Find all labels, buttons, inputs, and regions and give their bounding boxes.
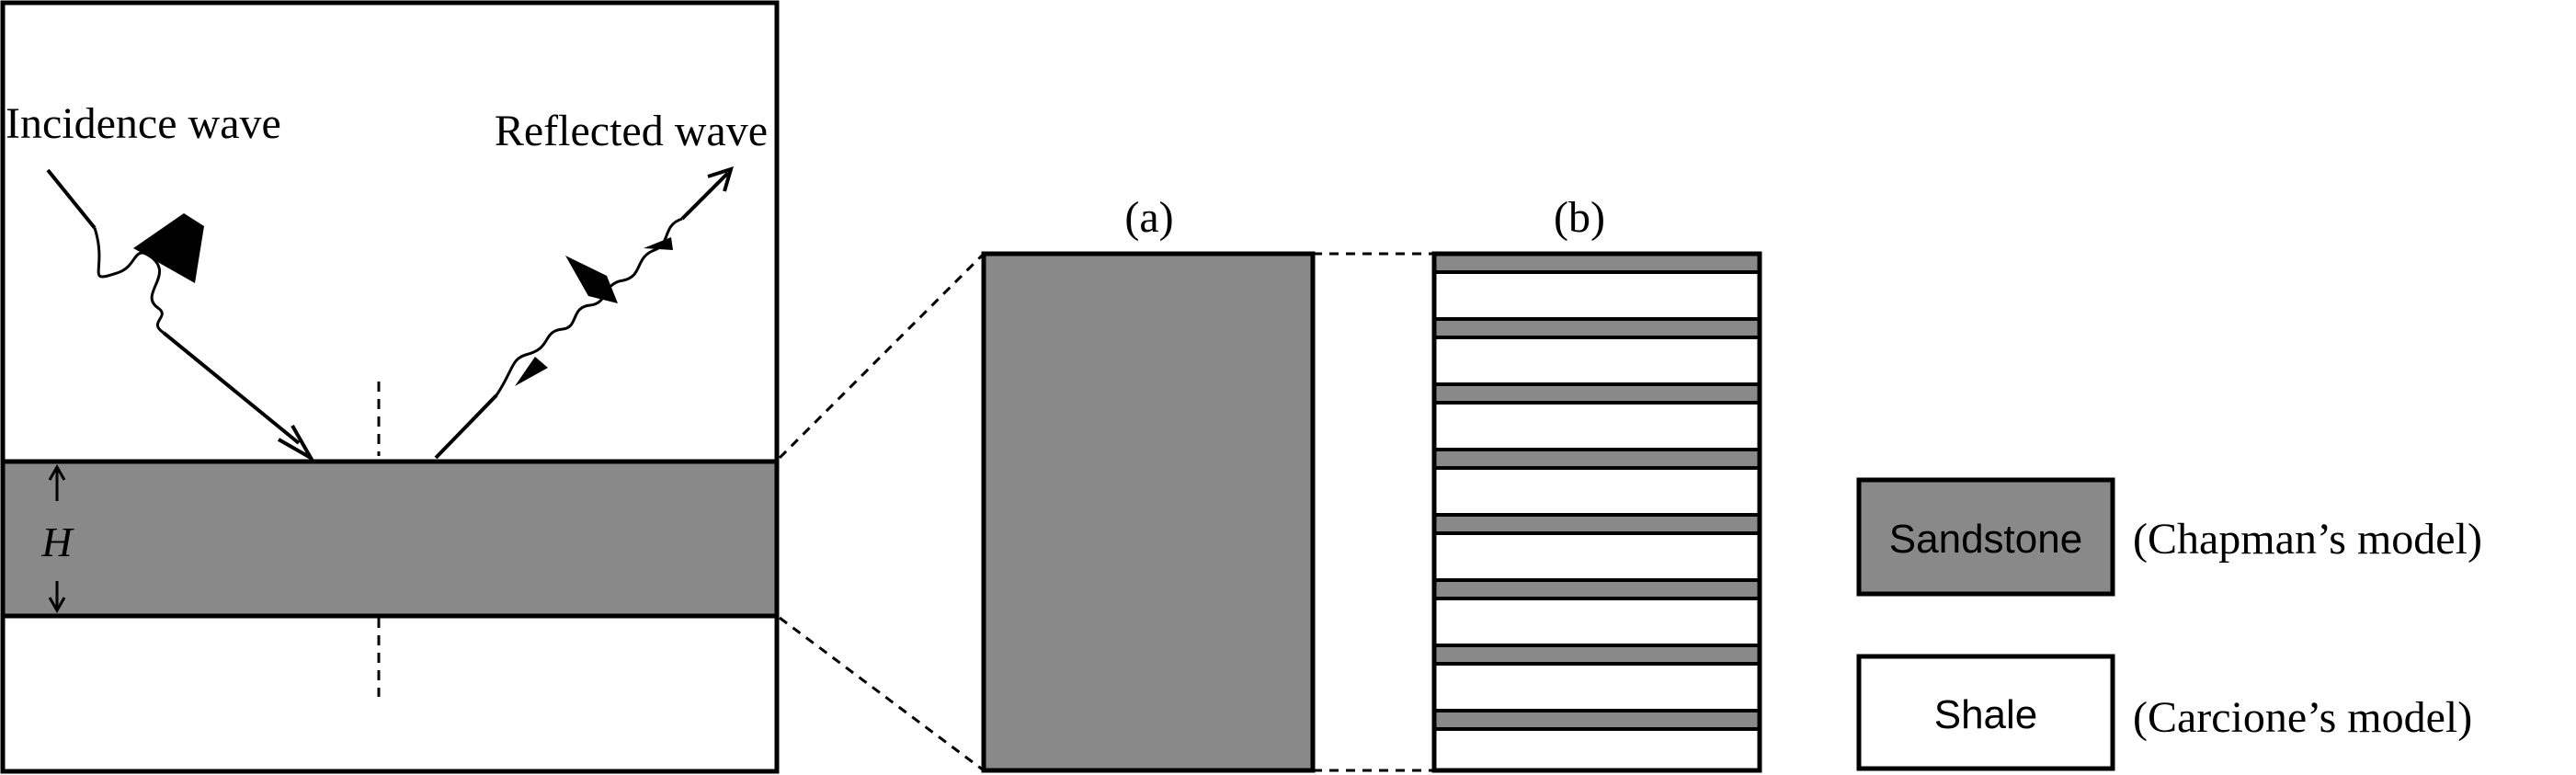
reflected-wave-packet: [495, 217, 683, 396]
panel-b-sandstone-strip: [1432, 578, 1761, 600]
panel-b-label: (b): [1554, 193, 1605, 242]
legend-item-shale: Shale (Carcione’s model): [1856, 654, 2472, 771]
panel-a-label: (a): [1124, 193, 1173, 242]
panel-b-sandstone-strip: [1432, 644, 1761, 666]
panel-b-sandstone-strip: [1432, 317, 1761, 339]
reflected-wave-pulse-main: [565, 256, 618, 303]
sandstone-layer: [0, 459, 780, 619]
legend-shale-swatch: [1856, 654, 2115, 771]
legend-sandstone-label: Sandstone: [1889, 517, 2082, 562]
thickness-down-arrow-icon: [48, 597, 66, 614]
panel-b-sandstone-strip: [1432, 382, 1761, 405]
reflected-wave-path: [434, 393, 498, 460]
zoom-lines: [778, 252, 1434, 772]
legend-shale-label: Shale: [1934, 692, 2038, 737]
reflected-arrowhead-icon: [707, 165, 734, 192]
panel-b-sandstone-strip: [1432, 252, 1761, 274]
wave-panel: H Incidence wave Reflected wave: [0, 0, 780, 774]
reflected-wave-ray: [434, 165, 734, 460]
reflected-wave-tail: [680, 171, 730, 221]
legend-sandstone-swatch: [1856, 477, 2115, 597]
thickness-up-arrow-icon: [48, 463, 66, 481]
thickness-label: H: [40, 519, 74, 565]
panel-a: (a): [981, 193, 1316, 773]
incidence-arrowhead-icon: [278, 425, 316, 463]
panel-b-sandstone-strip: [1432, 448, 1761, 470]
legend-shale-model: (Carcione’s model): [2133, 693, 2472, 742]
panel-b-sandstone-strip: [1432, 513, 1761, 535]
panel-b: (b): [1431, 193, 1762, 773]
legend: Sandstone (Chapman’s model) Shale (Carci…: [1856, 477, 2482, 771]
reflected-wave-pulse-upper: [644, 237, 673, 250]
incidence-wave-label: Incidence wave: [6, 99, 281, 148]
reflected-wave-label: Reflected wave: [495, 107, 768, 155]
panel-a-sandstone-block: [981, 251, 1316, 773]
reflected-wave-pulse-lower: [515, 357, 548, 386]
incidence-wave-path: [162, 331, 301, 445]
incidence-wave-ray: [46, 168, 316, 463]
incidence-wave-tail: [46, 168, 97, 230]
legend-item-sandstone: Sandstone (Chapman’s model): [1856, 477, 2482, 597]
wave-panel-frame: [0, 0, 780, 774]
incidence-wave-pulse: [133, 213, 204, 283]
panel-b-sandstone-strip: [1432, 709, 1761, 731]
thickness-marker: H: [40, 463, 74, 614]
legend-sandstone-model: (Chapman’s model): [2133, 515, 2482, 564]
